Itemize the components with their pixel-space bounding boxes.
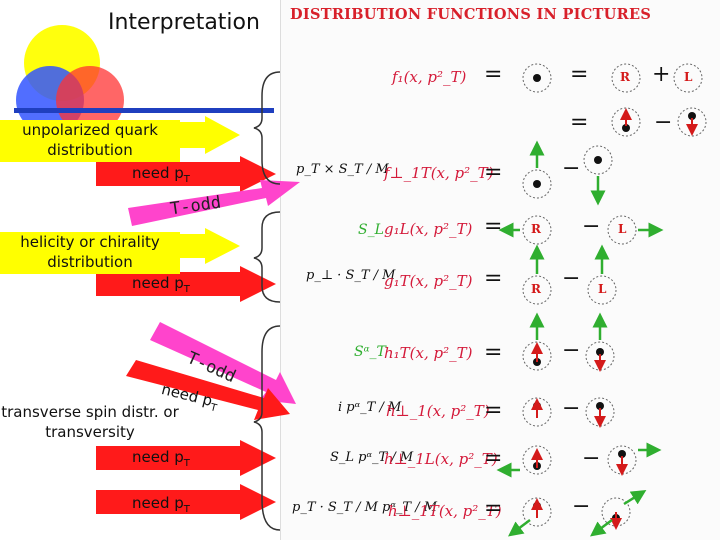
fn-row-5-rel1: = bbox=[484, 266, 503, 291]
pink-arrow-todd-2 bbox=[150, 322, 296, 404]
fn-row-1-op: + bbox=[652, 62, 671, 87]
fn-row-6-prefactor: Sᵅ_T bbox=[354, 344, 386, 360]
venn-logo-icon bbox=[16, 25, 124, 134]
fn-row-6-rel1: = bbox=[484, 340, 503, 365]
need-pt-1-sub: T bbox=[183, 174, 190, 185]
fn-row-1-lhs: f₁(x, p²_T) bbox=[392, 68, 467, 86]
pink-arrow-todd-1 bbox=[128, 180, 300, 226]
spin-circle bbox=[611, 63, 641, 93]
need-pt-1: need pT bbox=[132, 164, 190, 185]
fn-row-7-lhs: h⊥_1(x, p²_T) bbox=[386, 402, 490, 420]
fn-row-1-rel2: = bbox=[570, 62, 589, 87]
spin-circle bbox=[677, 107, 707, 137]
spin-circle bbox=[522, 275, 552, 305]
page-title: Interpretation bbox=[108, 10, 260, 35]
fn-row-8-prefactor: S_L pᵅ_T / M bbox=[330, 450, 414, 465]
circle-label-r-2: R bbox=[531, 222, 541, 236]
label-unpolarized-text: unpolarized quark distribution bbox=[22, 121, 158, 159]
fn-row-3-lhs: f⊥_1T(x, p²_T) bbox=[384, 164, 494, 182]
fn-row-7-prefactor: i pᵅ_T / M bbox=[338, 400, 402, 415]
label-helicity: helicity or chirality distribution bbox=[0, 232, 180, 274]
label-helicity-text: helicity or chirality distribution bbox=[20, 233, 160, 271]
circle-label-r-1: R bbox=[620, 70, 630, 84]
need-pt-2: need pT bbox=[132, 274, 190, 295]
panel-title: DISTRIBUTION FUNCTIONS IN PICTURES bbox=[290, 6, 652, 23]
red-arrow-need-pt-2 bbox=[96, 266, 276, 302]
circle-label-l-1: L bbox=[684, 70, 693, 84]
need-pt-3-sub: T bbox=[183, 458, 190, 469]
brace-2 bbox=[253, 211, 281, 303]
red-arrow-need-pt-diag bbox=[126, 360, 290, 420]
spin-circle bbox=[587, 275, 617, 305]
brace-1 bbox=[253, 71, 281, 185]
fn-row-7-rel2: − bbox=[562, 396, 581, 421]
fn-row-3-rel1: = bbox=[484, 160, 503, 185]
need-pt-4: need pT bbox=[132, 494, 190, 515]
circle-label-l-2: L bbox=[618, 222, 627, 236]
fn-row-8-rel2: − bbox=[582, 446, 601, 471]
fn-row-8-lhs: h⊥_1L(x, p²_T) bbox=[384, 450, 498, 468]
fn-row-5-prefactor: p_⊥ · S_T / M bbox=[306, 268, 396, 283]
fn-row-2-op: − bbox=[654, 110, 673, 135]
need-pt-4-text: need p bbox=[132, 494, 184, 512]
spin-circle bbox=[522, 63, 552, 93]
spin-circle bbox=[522, 445, 552, 475]
fn-row-5-lhs: g₁T(x, p²_T) bbox=[384, 272, 473, 290]
need-pt-2-sub: T bbox=[183, 284, 190, 295]
fn-row-6-rel2: − bbox=[562, 338, 581, 363]
spin-circle bbox=[607, 215, 637, 245]
circle-label-l-3: L bbox=[598, 282, 607, 296]
label-transverse: transverse spin distr. or transversity bbox=[0, 402, 180, 444]
spin-circle bbox=[673, 63, 703, 93]
spin-circle bbox=[522, 169, 552, 199]
blue-divider bbox=[14, 108, 274, 113]
need-pt-4-sub: T bbox=[183, 504, 190, 515]
need-pt-1-text: need p bbox=[132, 164, 184, 182]
fn-row-4-prefactor: S_L bbox=[358, 222, 384, 238]
need-pt-3-text: need p bbox=[132, 448, 184, 466]
spin-circle bbox=[522, 215, 552, 245]
fn-row-9-rel2: − bbox=[572, 494, 591, 519]
fn-row-9-rel1: = bbox=[484, 496, 503, 521]
spin-circle bbox=[583, 145, 613, 175]
fn-row-4-rel1: = bbox=[484, 214, 503, 239]
fn-row-5-rel2: − bbox=[562, 266, 581, 291]
fn-row-1-rel1: = bbox=[484, 62, 503, 87]
fn-row-9-prefactor: p_T · S_T / M pᵅ_T / M bbox=[292, 500, 438, 515]
fn-row-9-lhs: h⊥_1T(x, p²_T) bbox=[388, 502, 502, 520]
fn-row-7-rel1: = bbox=[484, 398, 503, 423]
fn-row-2-rel1: = bbox=[570, 110, 589, 135]
red-arrow-need-pt-3 bbox=[96, 440, 276, 476]
fn-row-3-prefactor: p_T × S_T / M bbox=[296, 162, 389, 177]
fn-row-6-lhs: h₁T(x, p²_T) bbox=[384, 344, 473, 362]
circle-label-r-3: R bbox=[531, 282, 541, 296]
fn-row-3-rel2: − bbox=[562, 156, 581, 181]
need-pt-3: need pT bbox=[132, 448, 190, 469]
brace-3 bbox=[253, 325, 281, 531]
label-unpolarized: unpolarized quark distribution bbox=[0, 120, 180, 162]
fn-row-4-rel2: − bbox=[582, 214, 601, 239]
label-transverse-text: transverse spin distr. or transversity bbox=[1, 403, 179, 441]
red-arrow-need-pt-1 bbox=[96, 156, 276, 192]
need-pt-2-text: need p bbox=[132, 274, 184, 292]
red-arrow-need-pt-4 bbox=[96, 484, 276, 520]
fn-row-4-lhs: g₁L(x, p²_T) bbox=[384, 220, 473, 238]
